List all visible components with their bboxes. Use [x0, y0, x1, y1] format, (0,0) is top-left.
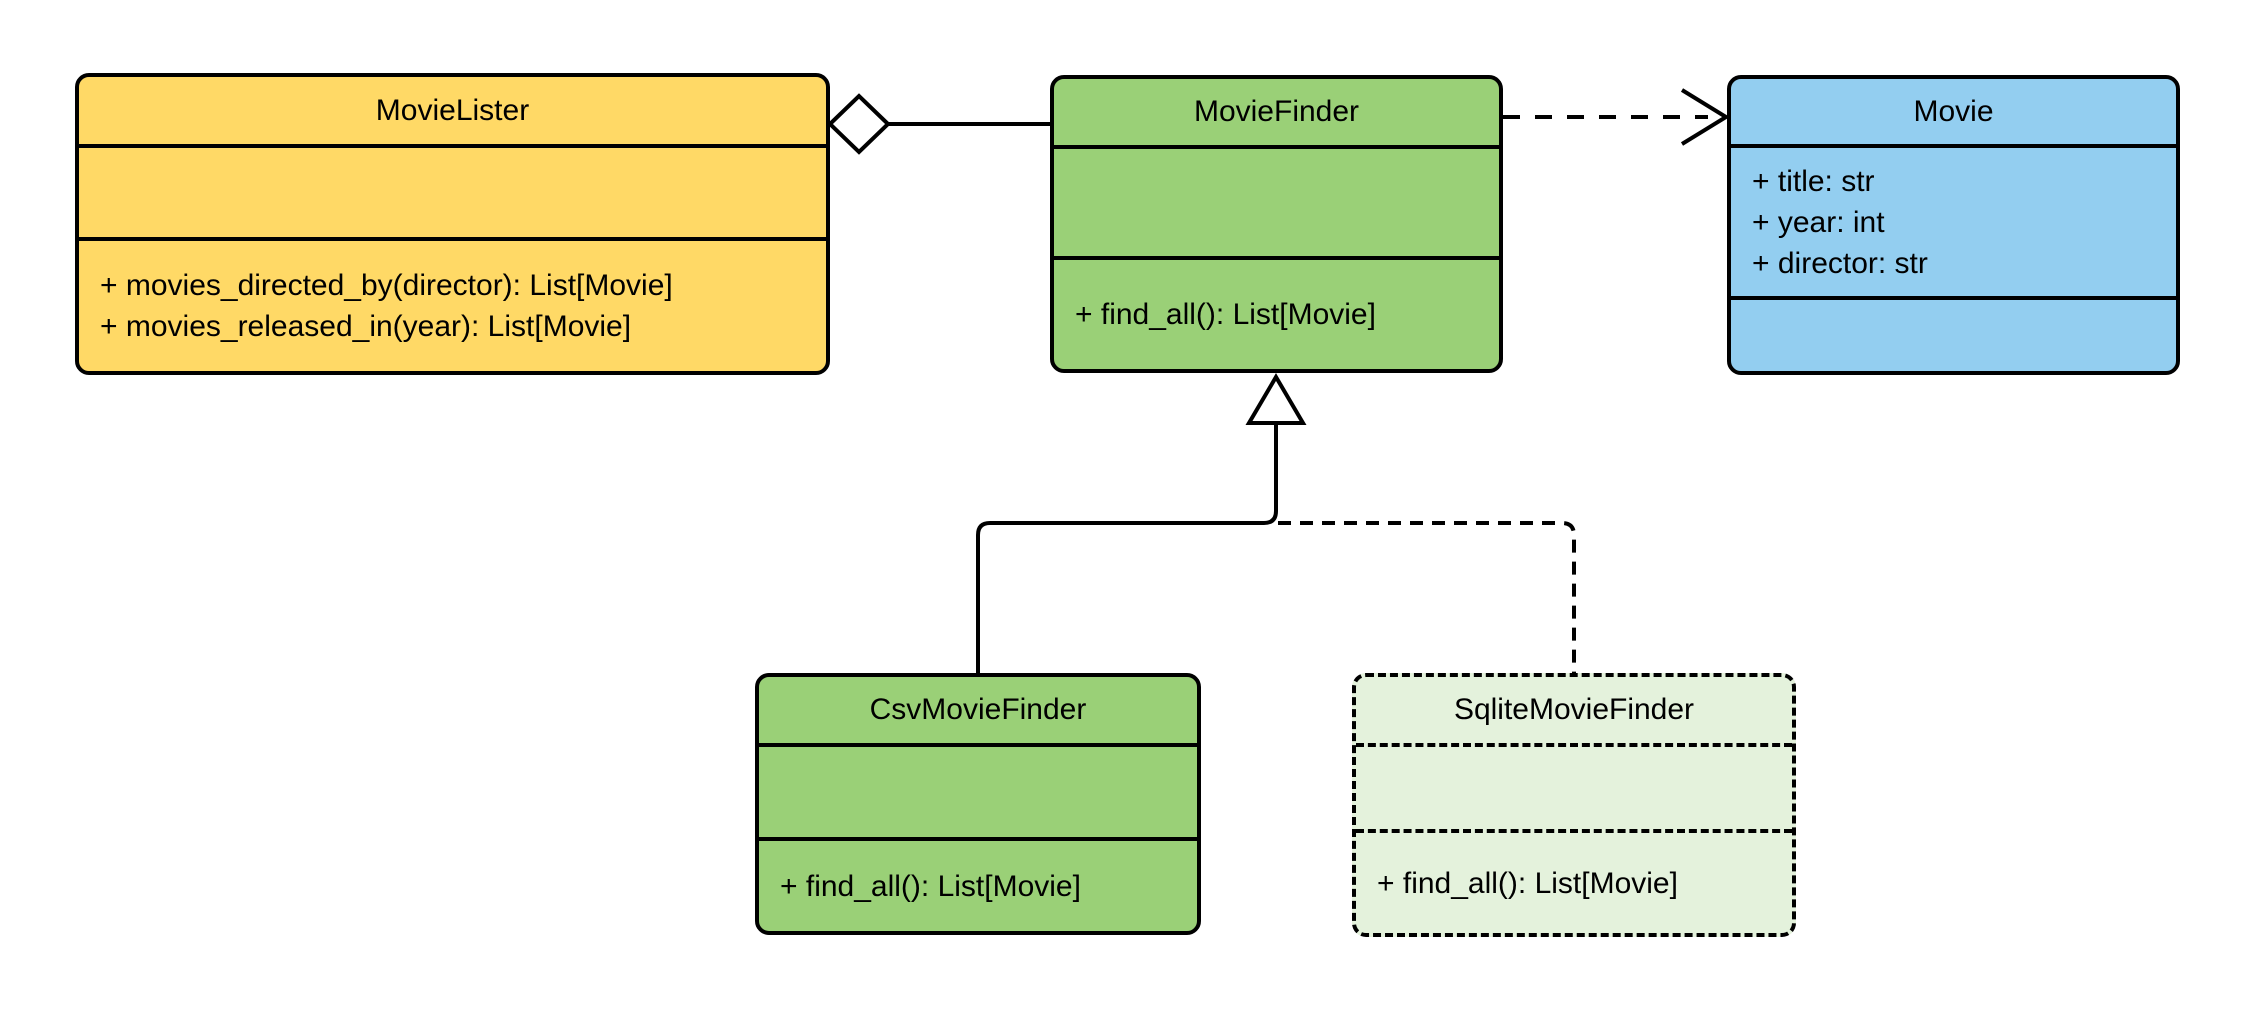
aggregation-diamond-icon: [827, 93, 891, 155]
inheritance-triangle-icon: [1245, 373, 1307, 425]
class-movie: Movie + title: str + year: int + directo…: [1727, 75, 2180, 375]
class-movie-lister: MovieLister + movies_directed_by(directo…: [75, 73, 830, 375]
class-title: MovieFinder: [1193, 95, 1360, 128]
inheritance-solid-branch: [976, 423, 1278, 673]
inheritance-dashed-branch: [1278, 521, 1576, 673]
method-item: + find_all(): List[Movie]: [1377, 866, 1678, 900]
attribute-item: + year: int: [1752, 205, 1885, 239]
attributes-compartment-empty: [79, 144, 826, 237]
class-sqlite-movie-finder: SqliteMovieFinder + find_all(): List[Mov…: [1352, 673, 1796, 937]
class-movie-finder: MovieFinder + find_all(): List[Movie]: [1050, 75, 1503, 373]
attribute-item: + director: str: [1752, 246, 1928, 280]
method-item: + movies_directed_by(director): List[Mov…: [100, 269, 673, 302]
class-title: MovieLister: [375, 93, 530, 127]
methods-compartment: + movies_directed_by(director): List[Mov…: [79, 237, 826, 371]
attributes-compartment-empty: [1054, 145, 1499, 256]
methods-compartment: + find_all(): List[Movie]: [1054, 256, 1499, 369]
methods-compartment: + find_all(): List[Movie]: [1356, 829, 1792, 933]
dependency-open-arrowhead-icon: [1680, 88, 1730, 146]
attributes-compartment-empty: [1356, 743, 1792, 829]
attributes-compartment-empty: [759, 743, 1197, 837]
method-item: + movies_released_in(year): List[Movie]: [100, 310, 632, 343]
method-item: + find_all(): List[Movie]: [780, 869, 1081, 903]
method-item: + find_all(): List[Movie]: [1075, 298, 1376, 331]
methods-compartment-empty: [1731, 296, 2176, 371]
class-csv-movie-finder: CsvMovieFinder + find_all(): List[Movie]: [755, 673, 1201, 935]
class-title: CsvMovieFinder: [869, 693, 1087, 726]
class-title: SqliteMovieFinder: [1453, 693, 1695, 726]
attribute-item: + title: str: [1752, 164, 1875, 198]
class-title: Movie: [1913, 94, 1994, 128]
attributes-compartment: + title: str + year: int + director: str: [1731, 144, 2176, 296]
methods-compartment: + find_all(): List[Movie]: [759, 837, 1197, 931]
